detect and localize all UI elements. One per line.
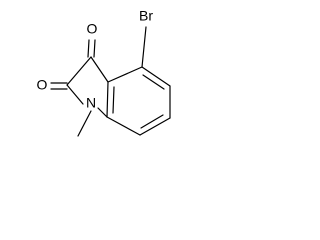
bond-c2-n1 [66, 84, 84, 105]
bond-n1-c7a [97, 107, 108, 118]
bond-c3a-c7a-inner [112, 86, 115, 114]
bromine-label: Br [139, 8, 153, 24]
bond-c3-c3a [90, 56, 109, 83]
bond-c6-c7 [139, 117, 171, 136]
bond-c3-c2 [66, 56, 92, 86]
chemical-structure-diagram: Br O O N [37, 8, 171, 137]
bond-c4-br [141, 26, 147, 68]
bond-c3-o-b [93, 39, 96, 58]
bonds [50, 26, 171, 137]
oxygen-c3-label: O [87, 21, 98, 37]
bond-c4-c5-inner [142, 74, 165, 90]
bond-c3-o-a [87, 39, 90, 58]
atom-labels: Br O O N [37, 8, 154, 111]
nitrogen-label: N [86, 95, 96, 111]
bond-c3a-c4 [107, 66, 143, 83]
oxygen-c2-label: O [37, 77, 48, 93]
bond-c3a-c7a [106, 81, 109, 118]
bond-c6-c7-inner [140, 114, 164, 129]
bond-c7-c7a [106, 116, 141, 136]
bond-c4-c5 [141, 66, 171, 87]
bond-n1-methyl [77, 110, 92, 137]
